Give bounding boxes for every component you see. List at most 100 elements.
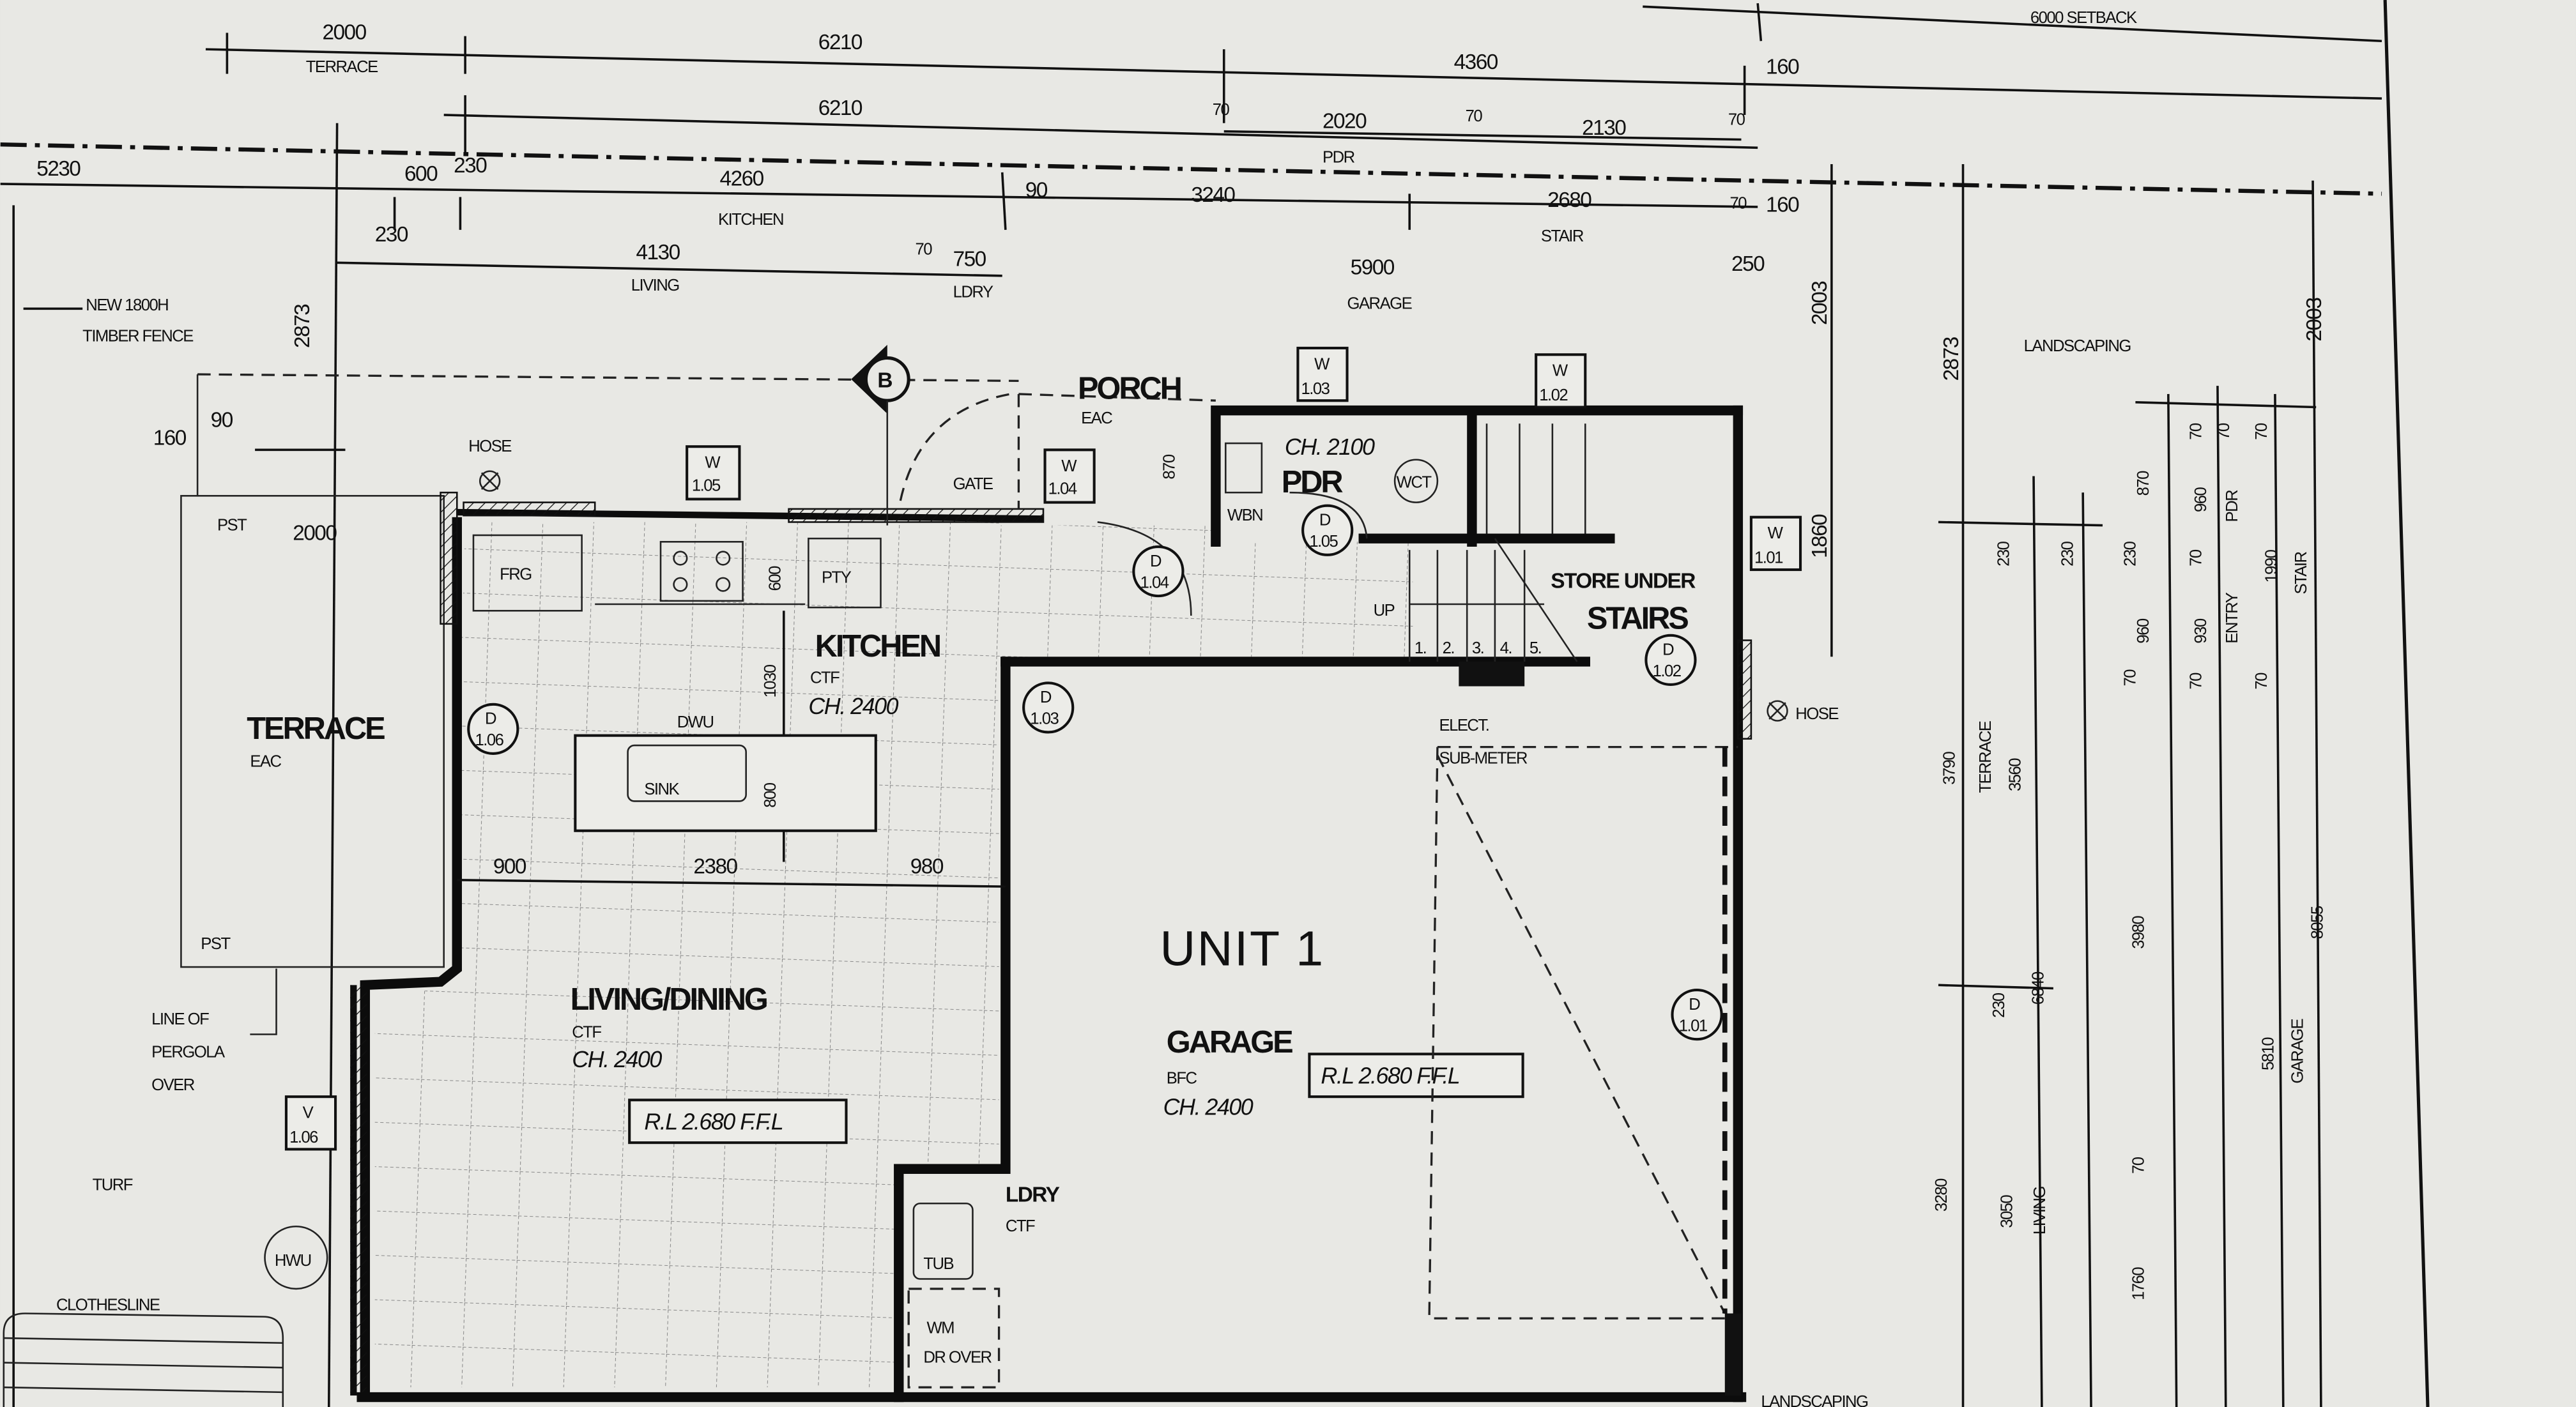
door-tag-d101: D1.01 <box>1671 989 1723 1041</box>
dim-stair-label: STAIR <box>1541 227 1584 245</box>
porch-870: 870 <box>1161 454 1179 479</box>
kitchen-finish: CTF <box>810 669 839 687</box>
dim-k-600: 600 <box>404 162 438 186</box>
hose-left-label: HOSE <box>468 437 512 455</box>
sink-label: SINK <box>644 780 679 798</box>
svg-text:1.02: 1.02 <box>1653 662 1681 680</box>
dim-k-1030: 1030 <box>762 664 779 697</box>
store-label-2: STAIRS <box>1587 602 1688 636</box>
porch-finish: EAC <box>1081 409 1112 427</box>
dim-overall-a: 6210 <box>818 31 862 54</box>
svg-text:1.05: 1.05 <box>692 477 721 495</box>
svg-text:230: 230 <box>2059 541 2077 566</box>
svg-text:ENTRY: ENTRY <box>2223 592 2241 643</box>
svg-text:3050: 3050 <box>1998 1195 2016 1228</box>
dim-2380: 2380 <box>693 855 737 879</box>
pst-bottom: PST <box>201 935 231 953</box>
pdr-ch: CH. 2100 <box>1285 434 1375 460</box>
svg-text:6840: 6840 <box>2029 971 2047 1005</box>
island-bench <box>574 734 877 832</box>
ldry-finish: CTF <box>1006 1217 1035 1235</box>
svg-text:1760: 1760 <box>2129 1267 2147 1300</box>
svg-text:W: W <box>1314 355 1330 373</box>
dim-l-230: 230 <box>375 223 408 247</box>
svg-text:3980: 3980 <box>2129 916 2147 949</box>
svg-text:B: B <box>877 369 892 393</box>
dim-setback: 6000 SETBACK <box>2030 9 2137 27</box>
garage-label: GARAGE <box>1167 1025 1292 1060</box>
right-dimensions: 2003 1860 2873 LANDSCAPING 2003 230 230 … <box>1808 281 2326 1300</box>
dim-overall-b: 6210 <box>818 96 862 120</box>
dim-pdr-70a: 70 <box>1213 101 1230 119</box>
garage-rl-box <box>1308 1053 1524 1099</box>
dim-160: 160 <box>153 427 187 450</box>
landscaping-bottom: LANDSCAPING <box>1761 1393 1868 1407</box>
svg-text:1.01: 1.01 <box>1679 1017 1708 1035</box>
svg-text:W: W <box>705 454 721 472</box>
hose-tap-icon <box>479 470 501 492</box>
wbn-label: WBN <box>1227 506 1262 524</box>
hose-right-label: HOSE <box>1795 705 1839 723</box>
dim-g-250: 250 <box>1731 252 1765 276</box>
garage-rl: R.L 2.680 F.F.L <box>1321 1063 1459 1089</box>
terrace-finish: EAC <box>250 752 281 770</box>
svg-text:3790: 3790 <box>1941 752 1959 785</box>
dim-k-800: 800 <box>762 782 779 807</box>
fridge <box>472 534 583 612</box>
svg-text:1.06: 1.06 <box>289 1129 318 1146</box>
dim-pdr-70b: 70 <box>1466 107 1483 125</box>
porch-label: PORCH <box>1078 372 1181 406</box>
svg-text:V: V <box>303 1104 314 1122</box>
dim-ldry-width: 750 <box>953 247 986 271</box>
wm-label: WM <box>926 1319 954 1337</box>
svg-text:70: 70 <box>2187 549 2205 567</box>
pty-label: PTY <box>822 569 852 587</box>
svg-text:D: D <box>485 710 496 728</box>
svg-text:1.03: 1.03 <box>1301 380 1330 398</box>
terrace-label: TERRACE <box>247 711 385 746</box>
hwu-circle <box>264 1225 328 1290</box>
svg-text:W: W <box>1768 524 1784 542</box>
svg-text:3280: 3280 <box>1933 1178 1951 1212</box>
svg-text:8055: 8055 <box>2308 906 2326 939</box>
pergola-note-3: OVER <box>151 1076 195 1094</box>
landscaping-label: LANDSCAPING <box>2024 337 2131 355</box>
dim-900: 900 <box>493 855 526 879</box>
step-4: 4. <box>1500 639 1512 657</box>
pantry <box>808 537 882 609</box>
garage-door-swing <box>1428 745 1738 1320</box>
dim-s-160: 160 <box>1766 194 1799 217</box>
svg-text:1.01: 1.01 <box>1754 549 1783 567</box>
step-1: 1. <box>1414 639 1426 657</box>
svg-text:GARAGE: GARAGE <box>2289 1019 2307 1084</box>
kitchen-label: KITCHEN <box>815 629 940 664</box>
fence-note-1: NEW 1800H <box>86 296 168 314</box>
living-finish: CTF <box>572 1024 601 1042</box>
gate-label: GATE <box>953 475 993 493</box>
dim-pdr-label: PDR <box>1322 148 1355 166</box>
stair-up-label: UP <box>1374 602 1395 620</box>
dim-l-70: 70 <box>915 240 932 258</box>
dim-kitchen-label: KITCHEN <box>718 211 783 229</box>
fence-note-2: TIMBER FENCE <box>82 328 194 346</box>
terrace-outline <box>180 495 445 968</box>
hwu-label: HWU <box>275 1252 311 1270</box>
svg-text:960: 960 <box>2135 618 2152 643</box>
svg-text:230: 230 <box>1995 541 2012 566</box>
living-rl-box <box>628 1099 848 1145</box>
svg-text:W: W <box>1552 362 1568 380</box>
svg-text:70: 70 <box>2121 669 2139 687</box>
dim-front: 4360 <box>1454 50 1498 74</box>
window-tag-w101: W 1.01 <box>1749 515 1802 572</box>
pst-top: PST <box>217 516 247 534</box>
svg-text:1.02: 1.02 <box>1539 386 1567 404</box>
step-2: 2. <box>1443 639 1454 657</box>
dim-left-5230: 5230 <box>36 157 80 181</box>
door-tag-d103: D1.03 <box>1022 681 1075 734</box>
unit-title: UNIT 1 <box>1160 922 1324 977</box>
dim-terrace-width: 2000 <box>322 21 366 45</box>
dim-v-2873-left: 2873 <box>291 304 314 348</box>
walls <box>350 393 1752 1403</box>
top-dimensions <box>0 3 2382 1407</box>
